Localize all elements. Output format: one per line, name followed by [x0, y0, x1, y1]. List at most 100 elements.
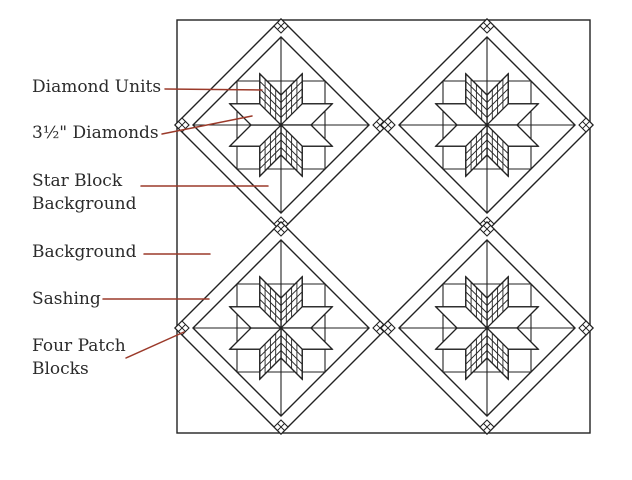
star-point-edge [465, 154, 488, 177]
four-patch-seam [483, 22, 491, 30]
star-point-edge [259, 154, 282, 177]
grid-line [280, 342, 303, 365]
star-point-edge [310, 327, 333, 350]
star-point-edge [486, 73, 509, 96]
grid-line [486, 147, 509, 170]
star-point-edge [310, 103, 333, 126]
four-patch-seam [178, 324, 186, 332]
grid-line [465, 283, 488, 306]
four-patch-seam [277, 225, 285, 233]
star-point-edge [310, 124, 333, 147]
grid-line [465, 147, 488, 170]
star-point-edge [465, 357, 488, 380]
label-diamond-units: Diamond Units [32, 77, 162, 97]
label-3-5-diamonds: 3½" Diamonds [32, 123, 159, 143]
four-patch-block [174, 320, 190, 336]
diamond-unit [465, 123, 488, 178]
grid-line [280, 283, 303, 306]
four-patch-block [273, 419, 289, 435]
label-four-patch-blocks: Four Patch Blocks [32, 336, 126, 379]
star-block-top-left [174, 18, 388, 232]
star-point-edge [259, 357, 282, 380]
four-patch-block [578, 320, 594, 336]
quilt-layout [174, 18, 594, 435]
grid-line [259, 291, 282, 314]
star-point-edge [435, 327, 458, 350]
grid-line [465, 88, 488, 111]
star-point-edge [435, 306, 458, 329]
four-patch-block [479, 419, 495, 435]
grid-line [259, 283, 282, 306]
four-patch-block [479, 18, 495, 34]
star-point-edge [486, 154, 509, 177]
four-patch-seam [376, 324, 384, 332]
star-point-edge [486, 276, 509, 299]
leader-3-5-diamonds [161, 115, 253, 135]
leader-diamond-units [164, 88, 263, 91]
grid-line [465, 80, 488, 103]
four-patch-block [273, 221, 289, 237]
star-point-edge [486, 357, 509, 380]
grid-line [280, 350, 303, 373]
star-point-edge [516, 327, 539, 350]
grid-line [280, 147, 303, 170]
star-point-edge [310, 306, 333, 329]
star-point-edge [435, 103, 458, 126]
four-patch-seam [384, 324, 392, 332]
grid-line [486, 80, 509, 103]
grid-line [486, 283, 509, 306]
star-point-edge [516, 103, 539, 126]
label-star-block-background: Star Block Background [32, 171, 137, 214]
grid-line [486, 342, 509, 365]
grid-line [486, 350, 509, 373]
star-block-top-right [380, 18, 594, 232]
star-point-edge [465, 73, 488, 96]
diamond-unit [465, 275, 488, 330]
four-patch-seam [277, 423, 285, 431]
star-point-edge [280, 73, 303, 96]
four-patch-seam [376, 121, 384, 129]
star-point-edge [229, 327, 252, 350]
diamond-unit [259, 123, 282, 178]
four-patch-block [273, 18, 289, 34]
star-point-edge [280, 276, 303, 299]
four-patch-seam [178, 121, 186, 129]
four-patch-seam [582, 121, 590, 129]
star-point-edge [259, 276, 282, 299]
star-block-bottom-right [380, 221, 594, 435]
four-patch-seam [582, 324, 590, 332]
label-background: Background [32, 242, 137, 262]
leader-four-patch-blocks [125, 331, 185, 359]
grid-line [259, 88, 282, 111]
star-point-edge [229, 103, 252, 126]
grid-line [259, 147, 282, 170]
star-point-edge [280, 154, 303, 177]
four-patch-seam [483, 423, 491, 431]
star-point-edge [229, 124, 252, 147]
grid-line [465, 291, 488, 314]
grid-line [259, 350, 282, 373]
star-point-edge [516, 124, 539, 147]
diamond-unit [486, 326, 509, 381]
four-patch-seam [483, 225, 491, 233]
diamond-unit [259, 275, 282, 330]
star-point-edge [465, 276, 488, 299]
leader-lines [102, 88, 269, 359]
star-point-edge [516, 306, 539, 329]
grid-line [486, 139, 509, 162]
grid-line [280, 139, 303, 162]
star-point-edge [229, 306, 252, 329]
star-point-edge [435, 124, 458, 147]
four-patch-block [479, 221, 495, 237]
label-sashing: Sashing [32, 289, 101, 309]
star-point-edge [280, 357, 303, 380]
four-patch-seam [277, 22, 285, 30]
grid-line [465, 350, 488, 373]
grid-line [280, 80, 303, 103]
four-patch-seam [384, 121, 392, 129]
grid-line [259, 80, 282, 103]
four-patch-block [174, 117, 190, 133]
star-point-edge [259, 73, 282, 96]
